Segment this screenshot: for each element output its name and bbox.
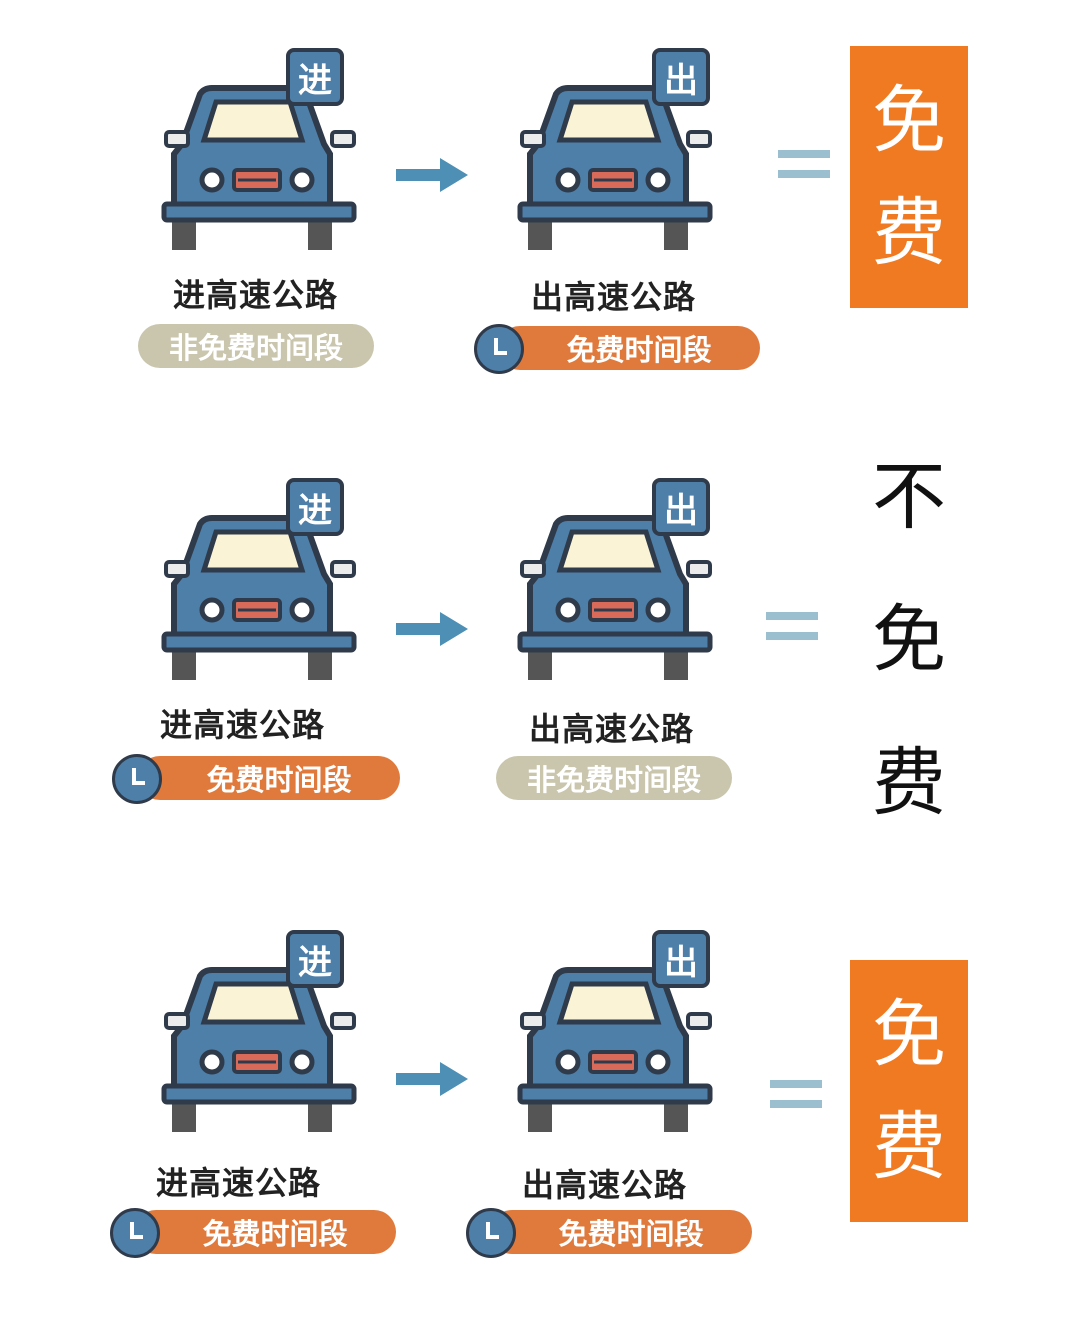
exit-period-pill: 免费时间段 — [490, 1210, 752, 1254]
entry-label: 进高速公路 — [156, 1164, 322, 1202]
car-icon — [517, 515, 713, 680]
entry-period-pill: 非免费时间段 — [138, 324, 374, 368]
entry-label: 进高速公路 — [160, 706, 326, 744]
car-icon — [517, 85, 713, 250]
result-char: 不 — [872, 454, 946, 540]
exit-badge: 出 — [652, 48, 710, 106]
equals-icon — [778, 150, 830, 178]
arrow-icon — [396, 158, 468, 192]
entry-period-pill: 免费时间段 — [138, 756, 400, 800]
entry-badge: 进 — [286, 478, 344, 536]
entry-label: 进高速公路 — [173, 276, 339, 314]
entry-badge: 进 — [286, 48, 344, 106]
clock-icon — [112, 754, 162, 804]
car-icon — [161, 85, 357, 250]
arrow-icon — [396, 612, 468, 646]
result-char: 免 — [872, 992, 946, 1078]
exit-period-pill: 免费时间段 — [498, 326, 760, 370]
row-2: 进 进高速公路 免费时间段 出 出高速公路 非免费时间段 不 免 费 — [0, 430, 1080, 850]
result-free-box: 免 费 — [850, 46, 968, 308]
result-char: 费 — [872, 1104, 946, 1190]
exit-label: 出高速公路 — [522, 1166, 688, 1204]
clock-icon — [466, 1208, 516, 1258]
result-free-box: 免 费 — [850, 960, 968, 1222]
row-1: 进 进高速公路 非免费时间段 出 出高速公路 免费时间段 免 费 — [0, 0, 1080, 420]
result-not-free: 不 免 费 — [850, 460, 968, 820]
clock-icon — [110, 1208, 160, 1258]
arrow-icon — [396, 1062, 468, 1096]
result-char: 费 — [872, 740, 946, 826]
result-char: 免 — [872, 78, 946, 164]
equals-icon — [770, 1080, 822, 1108]
equals-icon — [766, 612, 818, 640]
exit-badge: 出 — [652, 930, 710, 988]
row-3: 进 进高速公路 免费时间段 出 出高速公路 免费时间段 免 — [0, 882, 1080, 1302]
result-char: 费 — [872, 190, 946, 276]
entry-period-pill: 免费时间段 — [134, 1210, 396, 1254]
exit-period-pill: 非免费时间段 — [496, 756, 732, 800]
entry-badge: 进 — [286, 930, 344, 988]
exit-label: 出高速公路 — [531, 278, 697, 316]
exit-badge: 出 — [652, 478, 710, 536]
exit-label: 出高速公路 — [529, 710, 695, 748]
result-char: 免 — [872, 597, 946, 683]
car-icon — [517, 967, 713, 1132]
clock-icon — [474, 324, 524, 374]
